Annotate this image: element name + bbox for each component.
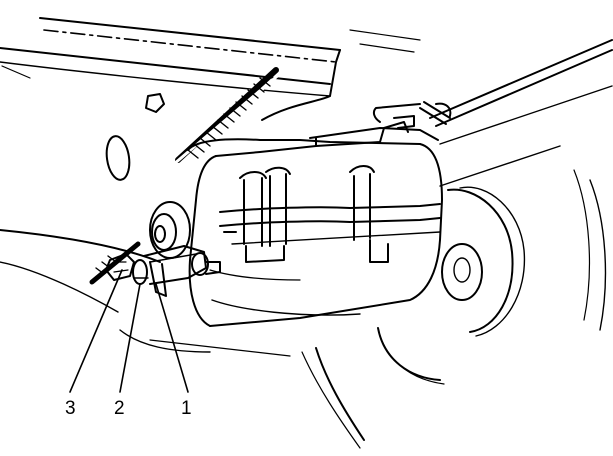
frame-plate: [0, 18, 420, 312]
adjuster-assembly: [106, 202, 220, 296]
callout-2: 2: [114, 398, 125, 419]
leader-lines: [70, 270, 188, 392]
leader-line-3: [70, 270, 122, 392]
callout-1: 1: [181, 398, 192, 419]
lever-housing: [188, 128, 442, 326]
tire-arc: [120, 330, 364, 448]
leader-line-1: [156, 284, 188, 392]
brake-drum: [378, 86, 612, 384]
leader-line-2: [120, 284, 140, 392]
brake-cable: [374, 40, 612, 132]
callout-3: 3: [65, 398, 76, 419]
